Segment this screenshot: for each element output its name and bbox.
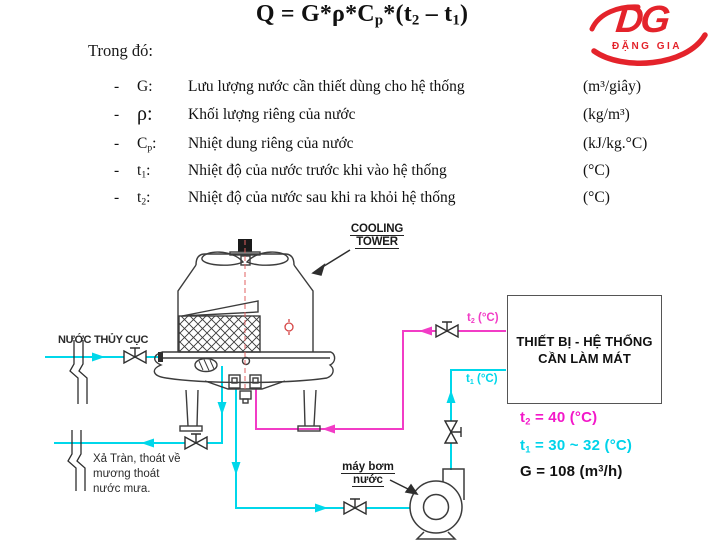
t2-value: t2 = 40 (°C)	[520, 409, 598, 427]
heat-load-formula: Q = G*ρ*Cp*(t2 – t1)	[255, 1, 469, 29]
pump-label-line1: máy bơm	[341, 461, 395, 474]
intro-label: Trong đó:	[88, 41, 153, 60]
bullet-dash: -	[114, 162, 120, 179]
drift-eliminator	[181, 300, 259, 317]
pipe-break-icon	[67, 430, 86, 491]
definition-row-rho: - ρ: Khối lượng riêng của nước (kg/m³)	[114, 103, 720, 130]
t1-pipe-label: t1 (°C)	[466, 373, 498, 386]
basin-vent	[194, 357, 218, 373]
bullet-dash: -	[114, 189, 120, 206]
valve-icon	[184, 433, 208, 451]
outlet-fitting	[228, 374, 241, 389]
fan-motor-cap	[238, 239, 252, 252]
pump-label-line2: nước	[352, 474, 384, 487]
fan-blade	[201, 251, 245, 266]
overflow-label: Xả Tràn, thoát về mương thoát nước mưa.	[93, 453, 181, 495]
valve-icons	[123, 321, 462, 516]
logo-swoosh	[589, 4, 708, 66]
cooling-tower-label: COOLING TOWER	[337, 223, 417, 249]
outlet-fitting	[249, 374, 262, 389]
logo-name: ĐẶNG GIA	[612, 41, 682, 52]
description: Nhiệt độ của nước trước khi vào hệ thống	[188, 162, 447, 179]
equipment-box: THIẾT BỊ - HỆ THỐNG CẦN LÀM MÁT	[507, 295, 662, 404]
bullet-dash: -	[114, 135, 120, 152]
arrow-right-icon	[92, 352, 105, 362]
arrowhead-icon	[311, 263, 326, 276]
valve-icon	[443, 420, 462, 444]
arrowhead-icon	[404, 483, 419, 496]
description: Khối lượng riêng của nước	[188, 106, 356, 123]
unit: (kg/m³)	[583, 106, 630, 123]
arrow-left-icon	[322, 424, 335, 434]
equipment-box-line1: THIẾT BỊ - HỆ THỐNG	[516, 333, 653, 349]
unit: (°C)	[583, 162, 610, 179]
unit: (m³/giây)	[583, 78, 642, 95]
pipe-break-icons	[67, 340, 88, 491]
arrow-left-icon	[141, 438, 154, 448]
leader-arrows	[311, 249, 419, 496]
equipment-box-title: THIẾT BỊ - HỆ THỐNG CẦN LÀM MÁT	[516, 333, 652, 367]
bullet-dash: -	[114, 78, 120, 95]
pump-label: máy bơm nước	[336, 461, 400, 487]
pump-outlet-pipe-t1	[450, 369, 506, 470]
city-water-label: NƯỚC THỦY CỤC	[58, 334, 149, 346]
arrow-down-icon	[231, 462, 241, 475]
unit: (°C)	[583, 189, 610, 206]
spray-marker-icon	[284, 322, 294, 332]
fan-blade	[245, 251, 289, 266]
symbol: ρ:	[137, 103, 153, 125]
valve-icon	[343, 498, 367, 516]
t2-pipe-label: t2 (°C)	[467, 312, 499, 325]
definition-row-t1: - t1: Nhiệt độ của nước trước khi vào hệ…	[114, 162, 720, 186]
symbol: Cp:	[137, 135, 157, 154]
tower-leg	[303, 389, 317, 427]
cooling-tower-label-line1: COOLING	[349, 223, 405, 236]
definition-row-cp: - Cp: Nhiệt dung riêng của nước (kJ/kg.°…	[114, 135, 720, 159]
description: Lưu lượng nước cần thiết dùng cho hệ thố…	[188, 78, 465, 95]
symbol: t2:	[137, 189, 151, 208]
logo-initials: DG	[613, 0, 670, 41]
valve-icon	[123, 347, 147, 365]
pump-suction-pipe	[235, 389, 412, 509]
valve-icon	[435, 321, 459, 339]
flow-arrow-icons	[92, 352, 456, 513]
arrow-right-icon	[315, 503, 328, 513]
centerline	[244, 240, 294, 391]
description: Nhiệt dung riêng của nước	[188, 135, 354, 152]
arrow-left-icon	[419, 326, 432, 336]
description: Nhiệt độ của nước sau khi ra khỏi hệ thố…	[188, 189, 456, 206]
g-value: G = 108 (m3/h)	[520, 463, 623, 480]
equipment-box-line2: CẦN LÀM MÁT	[538, 350, 631, 366]
pipe-break-icon	[69, 340, 88, 404]
definition-row-t2: - t2: Nhiệt độ của nước sau khi ra khỏi …	[114, 189, 720, 213]
cooling-tower-drawing	[153, 239, 336, 432]
t1-value: t1 = 30 ~ 32 (°C)	[520, 437, 633, 455]
bullet-dash: -	[114, 106, 120, 123]
definition-row-g: - G: Lưu lượng nước cần thiết dùng cho h…	[114, 78, 720, 102]
cooling-tower-label-line2: TOWER	[355, 236, 399, 249]
arrow-up-icon	[446, 390, 456, 403]
dang-gia-logo: DG ĐẶNG GIA	[586, 0, 712, 69]
hot-flow-arrow-icons	[322, 326, 432, 434]
arrow-down-icon	[217, 402, 227, 415]
symbol: G:	[137, 78, 153, 95]
symbol: t1:	[137, 162, 151, 181]
unit: (kJ/kg.°C)	[583, 135, 648, 152]
fill-media	[178, 315, 261, 353]
overflow-pipe	[54, 366, 223, 444]
pump-drawing	[409, 468, 465, 540]
tower-leg	[185, 389, 199, 427]
